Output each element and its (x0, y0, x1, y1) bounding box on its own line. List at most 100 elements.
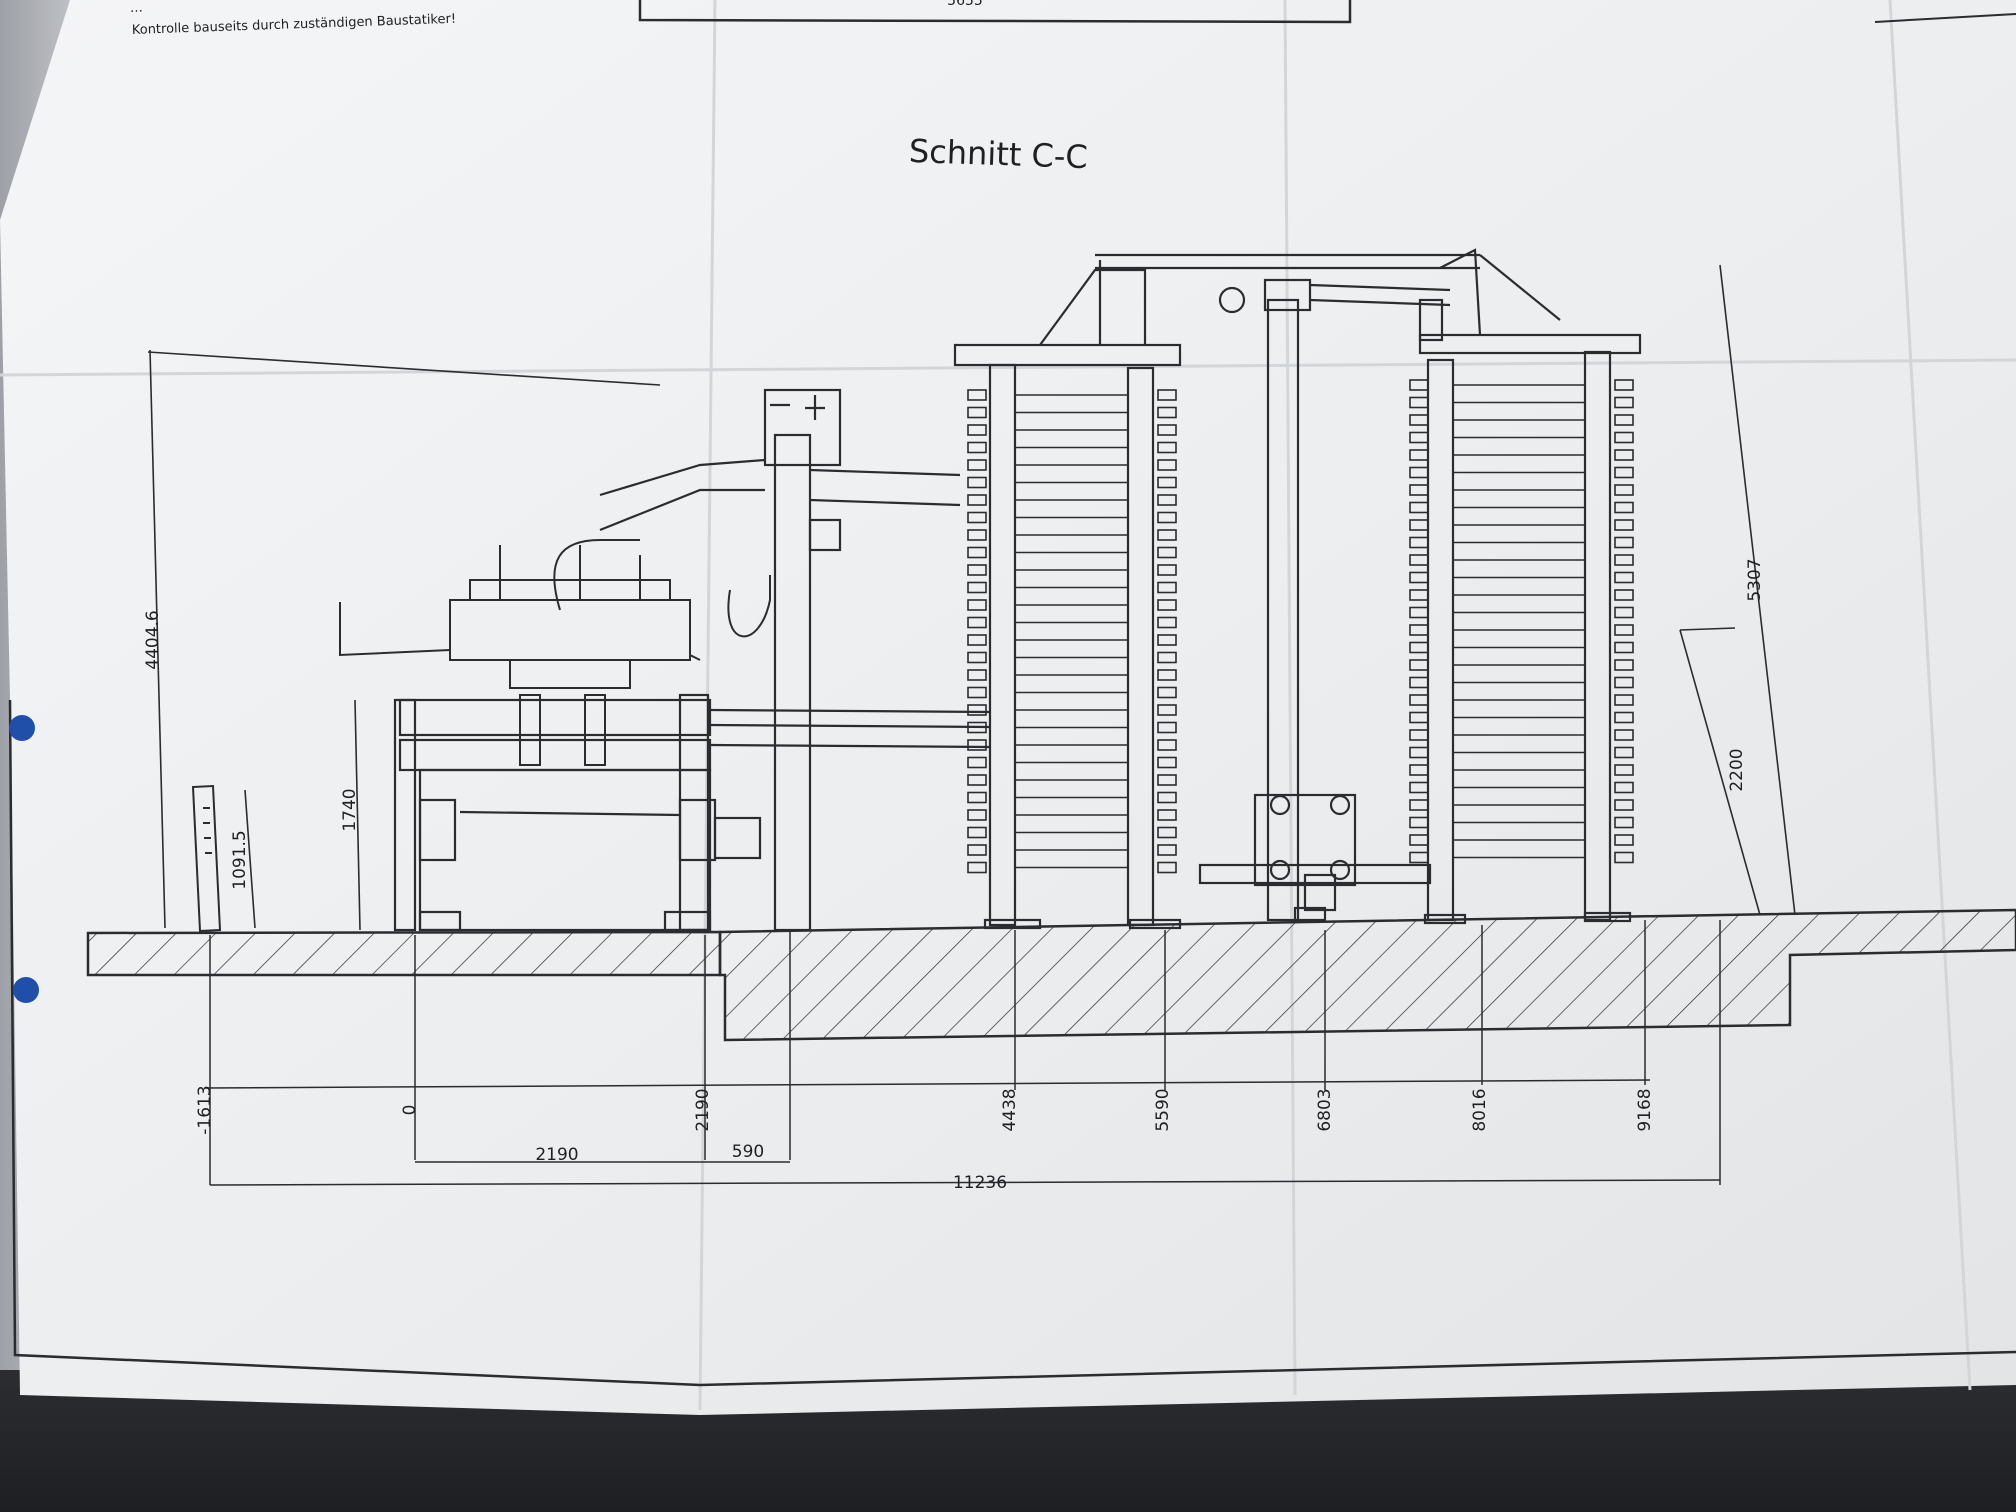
right-rack (1409, 248, 1642, 925)
rack-slat-tab (967, 721, 987, 734)
rack-slat-tab (967, 739, 987, 751)
baseline-label: -1613 (195, 1085, 215, 1134)
rack-slat-tab (1157, 826, 1177, 839)
paper-sheet (0, 0, 2016, 1415)
rack-slat-tab (1409, 799, 1429, 811)
baseline-label: 9168 (1635, 1088, 1655, 1131)
rack-slat-tab (1614, 501, 1634, 514)
rack-slat-tab (1614, 851, 1634, 864)
rack-slat-tab (1409, 834, 1429, 846)
rack-slat-tab (1157, 459, 1177, 471)
rack-slat-tab (967, 774, 987, 786)
rack-slat-tab (967, 809, 987, 821)
rack-slat-tab (1409, 589, 1429, 601)
dim-bottom-seg-a: 2190 (535, 1145, 578, 1165)
rack-slat-tab (1157, 651, 1177, 664)
rack-slat-tab (1409, 466, 1429, 479)
rack-slat-tab (1157, 791, 1177, 804)
rack-slat-tab (1614, 536, 1634, 549)
rack-slat-tab (1157, 809, 1177, 821)
rack-slat-tab (967, 704, 987, 716)
rack-slat-tab (1614, 484, 1634, 496)
left-rack-slats (967, 389, 1177, 874)
rack-slat-tab (967, 529, 987, 541)
rack-slat-tab (1614, 676, 1634, 689)
rack-slat-tab (1409, 659, 1429, 671)
rack-slat-tab (1409, 484, 1429, 496)
rack-slat-tab (967, 861, 987, 874)
drawing-border-top (638, 0, 1352, 24)
rack-slat-tab (1157, 704, 1177, 716)
baseline-dimension-lines (204, 920, 1721, 1186)
rack-slat-tab (1157, 441, 1177, 454)
rack-slat-tab (1157, 634, 1177, 646)
rack-slat-tab (1614, 816, 1634, 829)
rack-slat-tab (1157, 511, 1177, 524)
dim-overall-right: 5307 (1745, 558, 1765, 601)
baseline-label: 5590 (1153, 1088, 1173, 1131)
rack-slat-tab (1409, 414, 1429, 426)
rack-slat-tab (1157, 721, 1177, 734)
rack-slat-tab (1157, 669, 1177, 681)
rack-slat-tab (967, 844, 987, 856)
rack-slat-tab (1157, 844, 1177, 856)
table-station (393, 693, 991, 932)
rack-slat-tab (967, 441, 987, 454)
rack-slat-tab (1409, 694, 1429, 706)
rack-slat-tab (1614, 659, 1634, 671)
rack-slat-tab (1409, 624, 1429, 636)
rack-slat-tab (1614, 519, 1634, 531)
rack-slat-tab (1614, 781, 1634, 794)
rack-slat-tab (1157, 406, 1177, 419)
rack-slat-tab (1409, 729, 1429, 741)
rack-slat-tab (1614, 694, 1634, 706)
rack-slat-tab (1409, 816, 1429, 829)
left-post (191, 784, 222, 933)
rack-slat-tab (1157, 424, 1177, 436)
baseline-label: 0 (400, 1105, 420, 1116)
rack-slat-tab (1614, 379, 1634, 391)
rack-slat-tab (1157, 861, 1177, 874)
rack-slat-tab (1614, 396, 1634, 409)
rack-slat-tab (967, 546, 987, 559)
baseline-label: 6803 (1315, 1088, 1335, 1131)
rack-slat-tab (1157, 564, 1177, 576)
rack-slat-tab (967, 564, 987, 576)
rack-slat-tab (1614, 554, 1634, 566)
rack-slat-tab (1614, 449, 1634, 461)
rack-slat-tab (967, 669, 987, 681)
rack-slat-tab (1157, 686, 1177, 699)
rack-slat-tab (1614, 624, 1634, 636)
rack-slat-tab (1157, 599, 1177, 611)
rack-slat-tab (967, 511, 987, 524)
rack-slat-tab (1409, 519, 1429, 531)
baseline-label: 8016 (1470, 1088, 1490, 1131)
dim-overall-left: 4404.6 (143, 610, 163, 669)
rack-slat-tab (967, 686, 987, 699)
rack-slat-tab (967, 651, 987, 664)
rack-slat-tab (1614, 764, 1634, 776)
right-rack-slats (1409, 379, 1634, 864)
gripper-head (339, 539, 771, 766)
rack-slat-tab (1614, 571, 1634, 584)
rack-slat-tab (1614, 799, 1634, 811)
rack-slat-tab (1409, 554, 1429, 566)
rack-slat-tab (1614, 589, 1634, 601)
baseline-labels: -1613 0 2190 4438 5590 6803 8016 9168 (195, 1085, 1655, 1134)
rack-slat-tab (1409, 449, 1429, 461)
note-line-1: … (130, 1, 144, 16)
baseline-label: 2190 (693, 1088, 713, 1131)
centre-mast (1198, 278, 1451, 922)
rack-slat-tab (1409, 379, 1429, 391)
rack-slat-tab (1409, 501, 1429, 514)
rack-slat-tab (1409, 711, 1429, 724)
rack-slat-tab (1157, 756, 1177, 769)
rack-slat-tab (1157, 616, 1177, 629)
rack-slat-tab (1157, 739, 1177, 751)
rack-slat-tab (1614, 431, 1634, 444)
rack-slat-tab (967, 826, 987, 839)
baseline-label: 4438 (1000, 1088, 1020, 1131)
rack-slat-tab (1157, 529, 1177, 541)
